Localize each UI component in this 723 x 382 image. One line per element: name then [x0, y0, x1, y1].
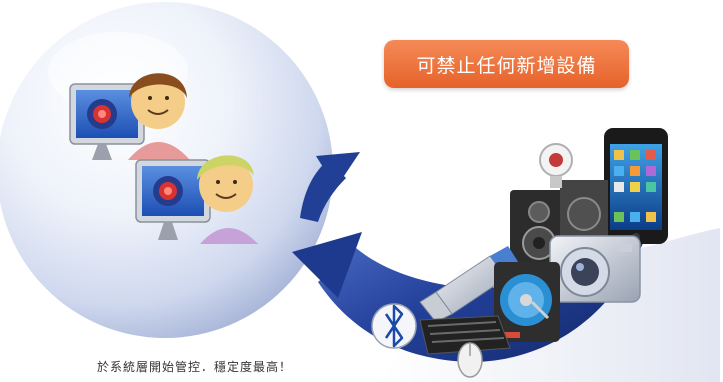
bluetooth-icon	[371, 303, 417, 349]
feature-badge: 可禁止任何新增設備	[384, 40, 629, 88]
hard-disk-icon	[494, 262, 560, 342]
user-computer-icon	[135, 155, 258, 244]
webcam-icon	[539, 143, 573, 188]
keyboard-icon	[419, 315, 511, 355]
mouse-icon	[457, 342, 483, 378]
smartphone-icon	[604, 128, 668, 244]
caption: 於系統層開始管控．穩定度最高！	[97, 360, 293, 374]
digital-camera-icon	[549, 235, 641, 303]
user-computer-icon	[69, 73, 190, 160]
